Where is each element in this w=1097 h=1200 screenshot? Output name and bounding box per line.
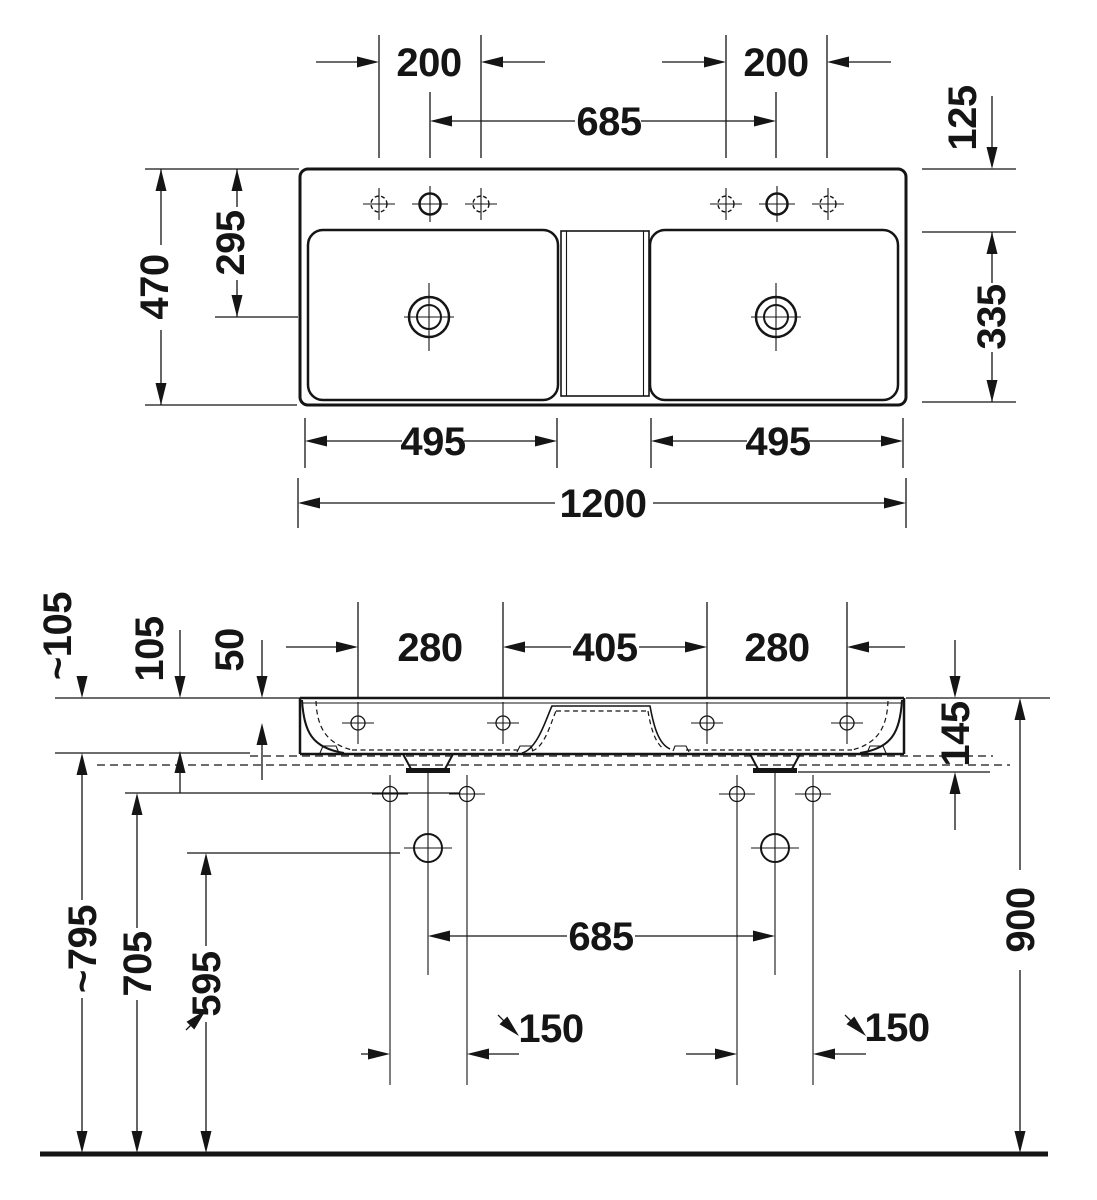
dim-label: 335	[970, 284, 1014, 349]
dim-label: 685	[568, 915, 633, 959]
fixing-hole	[495, 715, 511, 731]
dim-label: 705	[116, 931, 160, 996]
supply-connection	[381, 785, 399, 803]
dim-floor-to-drain: 595	[185, 853, 229, 1153]
dim-label: 150	[864, 1006, 929, 1050]
reference-lines	[55, 697, 1050, 854]
supply-connection	[458, 785, 476, 803]
dim-label: 495	[400, 420, 465, 464]
dim-rear-ledge: 125	[922, 85, 1016, 233]
plan-bowl-left	[306, 228, 560, 402]
dim-tap-offset-right: 200	[662, 35, 891, 158]
elevation-basin-section	[298, 696, 906, 773]
dim-label: 295	[209, 210, 253, 275]
floor-line	[40, 1151, 1048, 1157]
drain-trap-right	[749, 753, 801, 773]
dim-label: 1200	[560, 482, 647, 526]
dim-label: 280	[744, 626, 809, 670]
dim-label: ~105	[36, 592, 80, 680]
drain-trap-left	[402, 753, 454, 773]
plan-view: 200 685 200 125 335 47	[133, 35, 1016, 528]
dim-label: 405	[572, 626, 637, 670]
faucet-holes-left	[363, 186, 497, 222]
dim-rim-to-underside: 105	[128, 616, 186, 793]
dim-label: 900	[999, 887, 1043, 952]
elevation-view: ~105 105 50 280 405 280 14	[36, 592, 1050, 1157]
dim-label: 495	[745, 420, 810, 464]
dim-front-height: 145	[934, 640, 978, 830]
dim-drain-spacing: 685	[428, 915, 775, 959]
drain-symbol-left	[404, 283, 454, 351]
dim-bowl-width-right: 495	[650, 418, 904, 468]
dim-total-depth: 470	[133, 168, 299, 406]
dim-supply-offset-left: 150	[361, 1007, 584, 1060]
dim-floor-to-supply: 705	[116, 793, 160, 1153]
plan-center-shelf	[560, 230, 650, 397]
drain-outlets	[404, 773, 799, 975]
dim-label: 470	[133, 254, 177, 319]
supply-connections	[372, 775, 831, 1085]
dim-label: 145	[934, 701, 978, 766]
dim-label: 200	[743, 41, 808, 85]
faucet-hole-dashed	[472, 195, 490, 213]
faucet-hole	[765, 192, 789, 216]
dim-label: 685	[576, 100, 641, 144]
faucet-hole-dashed	[819, 195, 837, 213]
supply-connection	[804, 785, 822, 803]
fixing-holes	[342, 602, 863, 744]
dim-label: 595	[185, 951, 229, 1016]
faucet-hole-dashed	[370, 195, 388, 213]
supply-connection	[728, 785, 746, 803]
faucet-holes-right	[710, 186, 844, 222]
dim-floor-to-underside-approx: ~795	[61, 775, 105, 1153]
faucet-hole-dashed	[717, 195, 735, 213]
dim-tap-distance: 685	[429, 92, 777, 158]
dim-label: 200	[396, 41, 461, 85]
dim-drain-from-rear: 295	[209, 169, 298, 318]
dim-label: ~795	[61, 905, 105, 993]
dim-supply-offset-right: 150	[686, 1006, 930, 1060]
dim-floor-to-rim: 900	[999, 698, 1043, 1153]
dim-rim-to-underside-approx: ~105	[36, 592, 88, 775]
dim-label: 280	[397, 626, 462, 670]
dim-fixing-span: 280 405 280	[286, 626, 905, 670]
dim-bowl-width-left: 495	[304, 418, 558, 468]
drain-symbol-right	[751, 283, 801, 351]
plan-bowl-right	[648, 228, 900, 402]
fixing-hole	[699, 715, 715, 731]
fixing-hole	[839, 715, 855, 731]
drain-outlet	[413, 833, 443, 863]
dim-label: 50	[208, 628, 252, 672]
dim-label: 125	[941, 85, 985, 150]
fixing-hole	[350, 715, 366, 731]
dim-total-width: 1200	[297, 478, 907, 528]
dim-rim-to-fixing: 50	[208, 628, 268, 780]
dim-tap-offset-left: 200	[316, 35, 545, 158]
faucet-hole	[418, 192, 442, 216]
dim-label: 105	[128, 616, 172, 681]
dim-label: 150	[518, 1007, 583, 1051]
dim-bowl-depth: 335	[922, 232, 1016, 403]
plan-basin-outline	[298, 167, 908, 407]
drain-outlet	[760, 833, 790, 863]
